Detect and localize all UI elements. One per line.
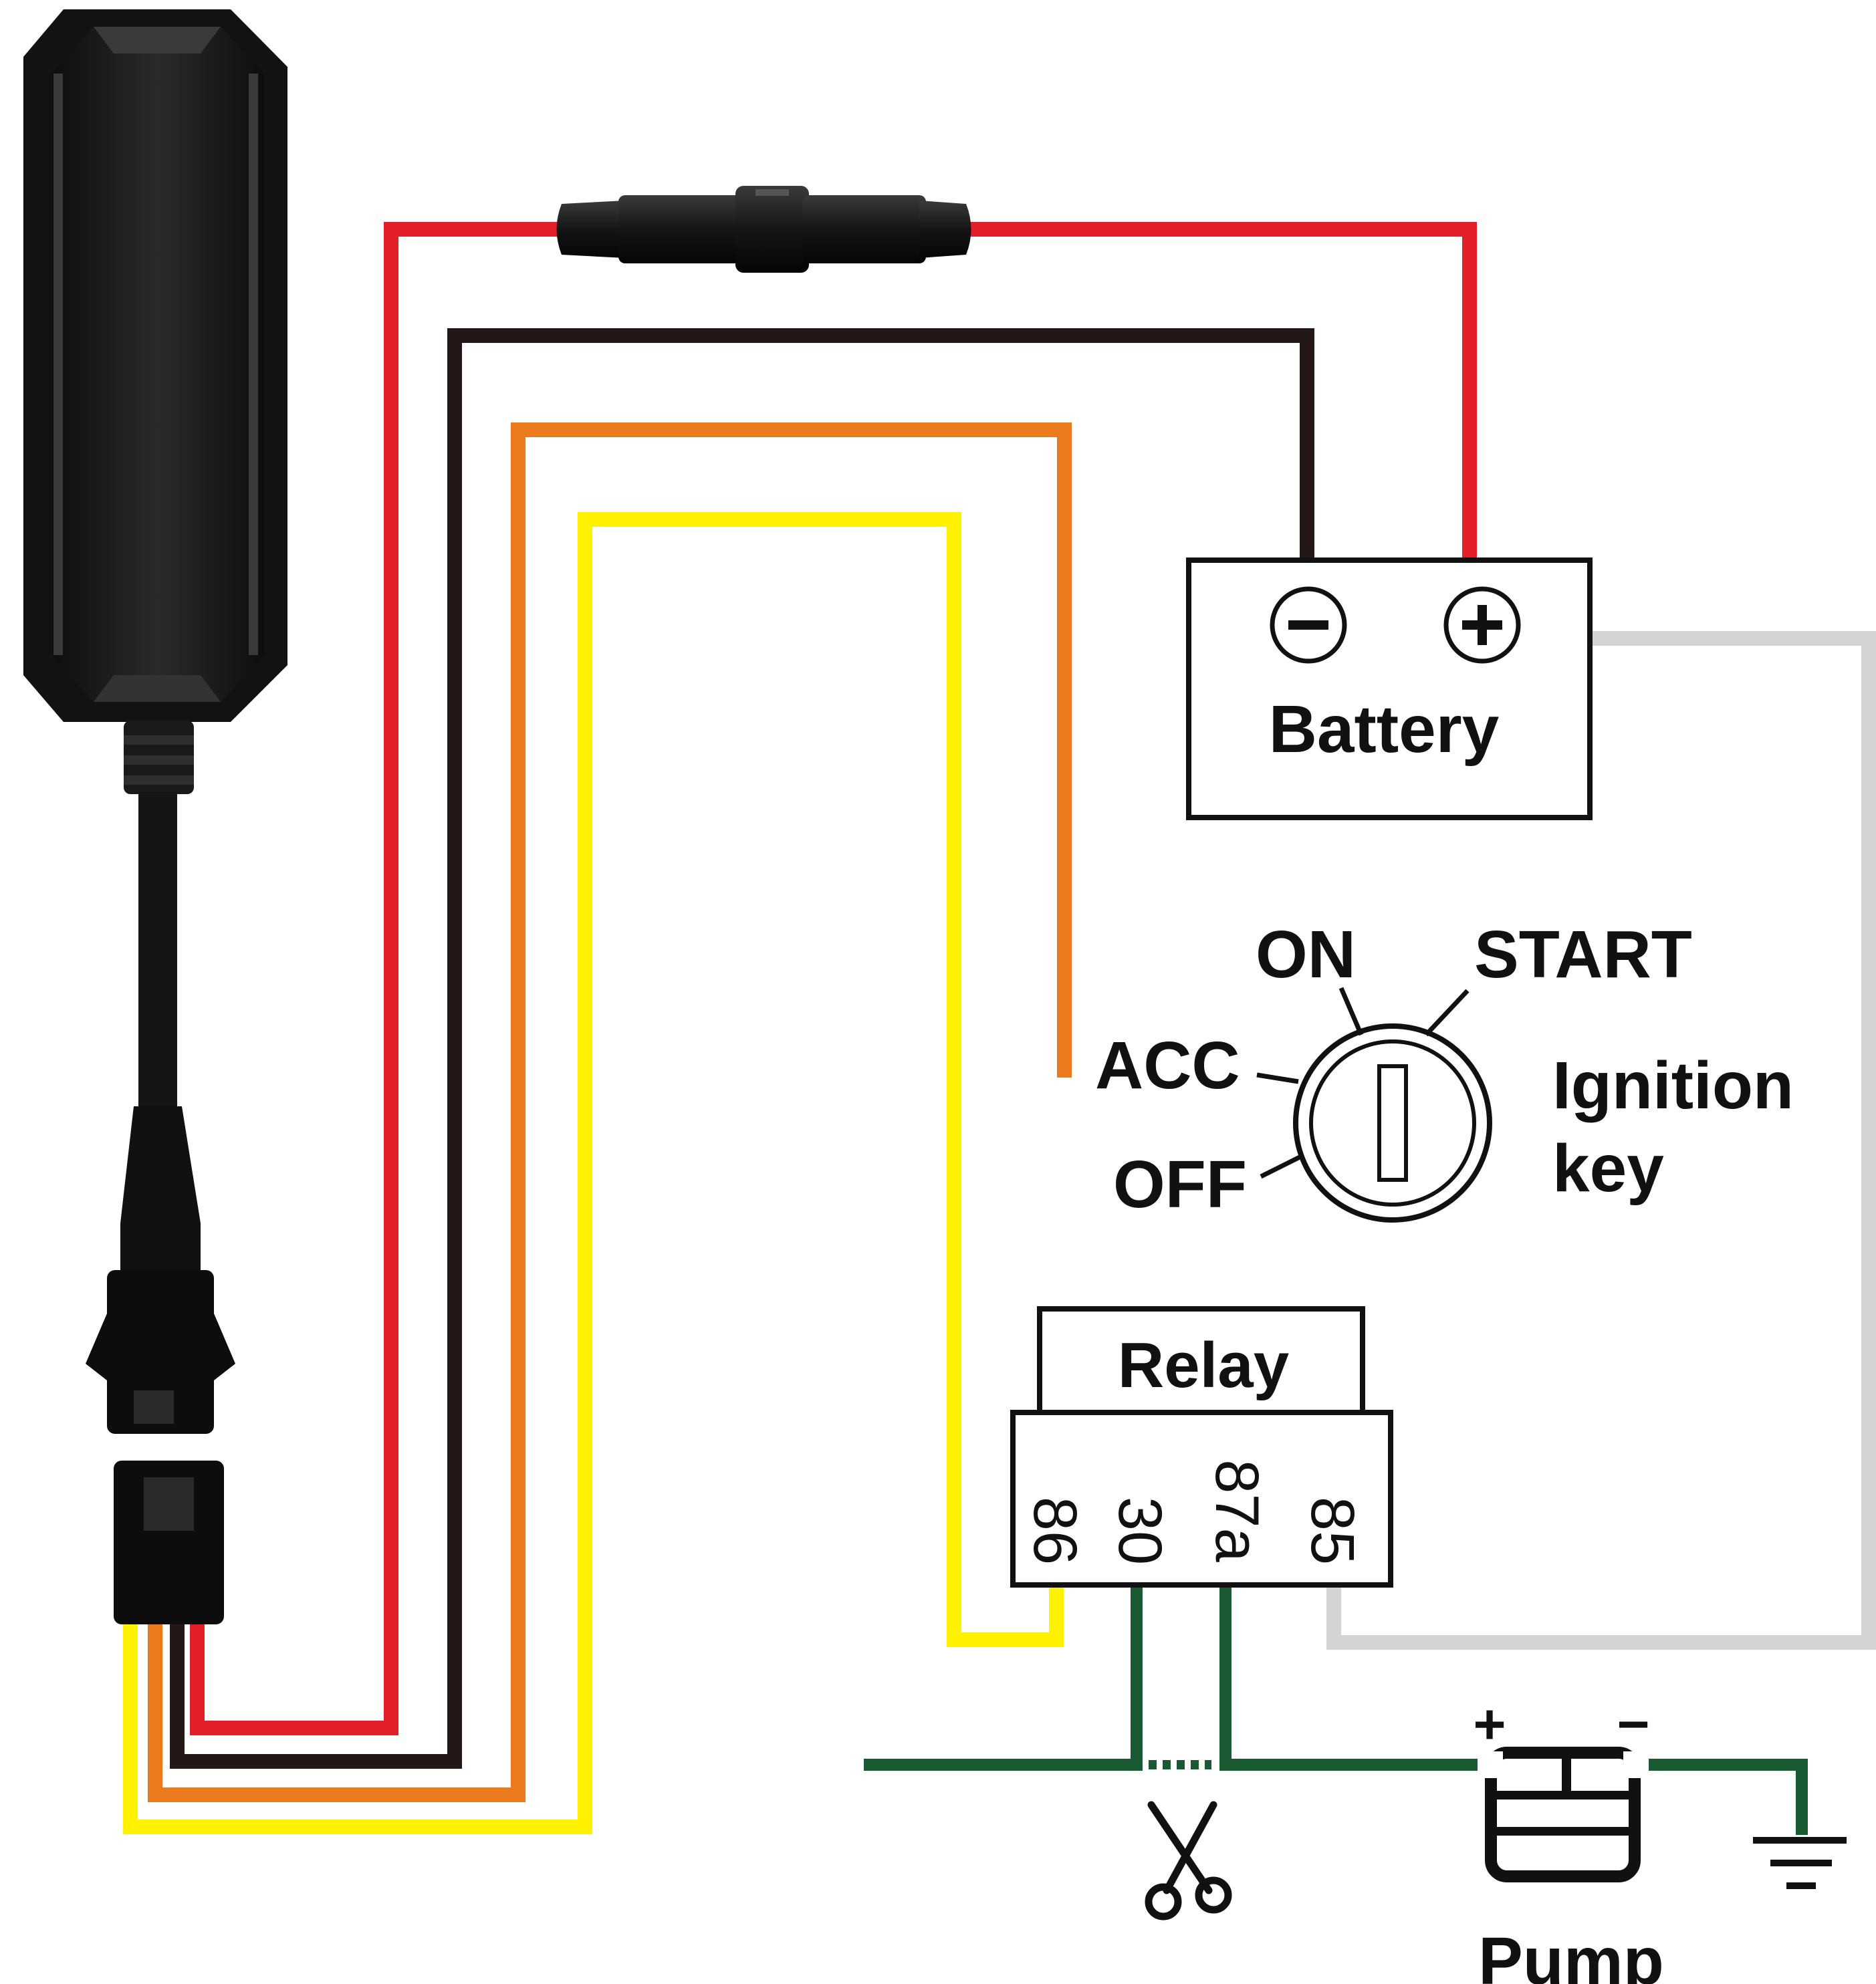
relay-terminal-85: 85 [1298,1497,1367,1565]
relay-terminal-86: 86 [1021,1497,1089,1565]
relay-label: Relay [1118,1330,1289,1401]
ignition-key-label-line2: key [1552,1131,1664,1206]
orange-wire [148,422,1072,1802]
relay: Relay 86 30 87a 85 [1010,1306,1393,1588]
relay-terminal-30: 30 [1106,1497,1174,1565]
gray-wire [1326,631,1876,1650]
ignition-on-label: ON [1256,917,1356,992]
green-wire-30 [864,1588,1143,1771]
wires [123,222,1876,1835]
gps-tracker-device [23,9,287,1434]
green-wire-87a [1219,1588,1491,1771]
battery-label: Battery [1269,692,1500,767]
green-wire-ground [1635,1759,1808,1835]
on-tick [1338,987,1364,1036]
relay-terminal-87a: 87a [1203,1459,1271,1562]
battery-minus-terminal-icon [1270,586,1347,664]
pump-minus-sign: − [1617,1693,1649,1755]
pump-label: Pump [1478,1924,1664,1984]
inline-fuse [556,186,971,273]
red-wire [190,222,1477,1735]
off-tick [1260,1154,1302,1179]
scissors-icon [1145,1801,1232,1920]
battery-plus-terminal-icon [1443,586,1521,664]
acc-tick [1256,1072,1299,1084]
ignition-acc-label: ACC [1095,1028,1240,1103]
pump-plus-sign: + [1473,1693,1506,1755]
black-wire [170,328,1314,1769]
ignition-key-icon [1256,987,1492,1223]
ground-icon [1753,1837,1847,1889]
ignition-off-label: OFF [1113,1147,1247,1222]
ignition-start-label: START [1474,917,1692,992]
fuel-pump-icon [1478,1747,1649,1882]
yellow-wire [123,512,1064,1834]
start-tick [1424,989,1470,1037]
connector-plug [114,1461,224,1624]
battery: Battery [1186,557,1593,820]
ignition-key-label-line1: Ignition [1552,1048,1794,1123]
